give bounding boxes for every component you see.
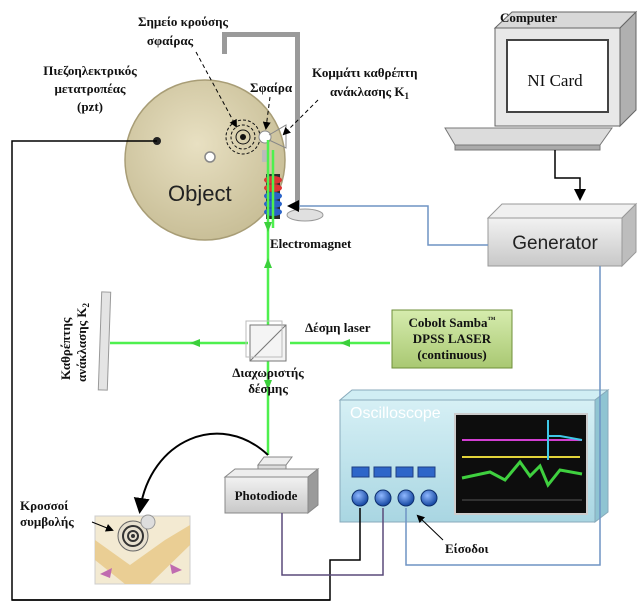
pzt-label-3: (pzt) — [77, 99, 103, 114]
beam-splitter — [245, 320, 287, 362]
laser-label-3: (continuous) — [417, 347, 486, 362]
oscilloscope — [338, 388, 610, 524]
interference-fringe-icon — [94, 514, 191, 585]
mirror-k1-label-1: Κομμάτι καθρέπτη — [312, 65, 418, 80]
fringes-label-2: συμβολής — [20, 514, 74, 529]
ni-card-label: NI Card — [527, 71, 583, 90]
photodiode-scope-cable — [281, 508, 384, 576]
impact-point-label-1: Σημείο κρούσης — [138, 14, 228, 29]
generator-scope-cable — [405, 266, 601, 566]
stand-base — [286, 208, 324, 222]
keyboard-icon — [444, 127, 613, 151]
pzt-label-1: Πιεζοηλεκτρικός — [43, 63, 137, 78]
oscilloscope-input-knobs[interactable] — [351, 489, 438, 507]
inputs-label: Είσοδοι — [445, 541, 489, 556]
generator-magnet-cable — [287, 200, 488, 246]
sphere-pointer — [262, 96, 271, 130]
generator-label: Generator — [512, 233, 598, 254]
computer-generator-cable — [554, 150, 586, 201]
fringes-label-1: Κροσσοί — [20, 498, 68, 513]
generator-box — [486, 202, 638, 268]
object-label: Object — [168, 181, 232, 206]
laser-label-2: DPSS LASER — [413, 331, 492, 346]
laser-beam-label: Δέσμη laser — [305, 320, 371, 335]
inputs-pointer — [416, 514, 444, 541]
laser-label-1: Cobolt Samba™ — [408, 315, 495, 330]
pzt-to-scope-cable — [12, 508, 361, 601]
beam-arrows — [190, 222, 350, 390]
mirror-k1-pointer — [282, 99, 319, 136]
impact-point-label-2: σφαίρας — [147, 33, 194, 48]
beam-splitter-label-2: δέσμης — [248, 381, 288, 396]
oscilloscope-label: Oscilloscope — [350, 405, 441, 422]
pzt-label-2: μετατροπέας — [54, 81, 126, 96]
mirror-k1 — [268, 124, 287, 149]
sphere-stand — [222, 32, 300, 217]
electromagnet-label: Electromagnet — [270, 236, 352, 251]
impact-point — [240, 134, 246, 140]
svg-text:Καθρέπτης: Καθρέπτης — [58, 317, 73, 380]
photodiode-label: Photodiode — [235, 488, 298, 503]
object-disk — [124, 79, 286, 241]
computer-label: Computer — [500, 10, 557, 25]
svg-text:ανάκλασης K2: ανάκλασης K2 — [74, 303, 91, 382]
beam-splitter-label-1: Διαχωριστής — [232, 365, 304, 380]
fringes-pointer — [91, 521, 114, 532]
laser-source — [391, 309, 513, 369]
photodiode — [223, 456, 320, 515]
sphere-label: Σφαίρα — [250, 80, 293, 95]
oscilloscope-buttons[interactable] — [351, 466, 436, 478]
impact-pointer — [195, 51, 237, 128]
computer-icon — [493, 10, 638, 128]
mirror-k2 — [97, 291, 112, 391]
mirror-k2-label: Καθρέπτης ανάκλασης K2 — [58, 303, 91, 382]
mirror-k1-label-2: ανάκλασης K1 — [330, 84, 409, 101]
photodiode-fringe-arrow — [133, 432, 269, 514]
